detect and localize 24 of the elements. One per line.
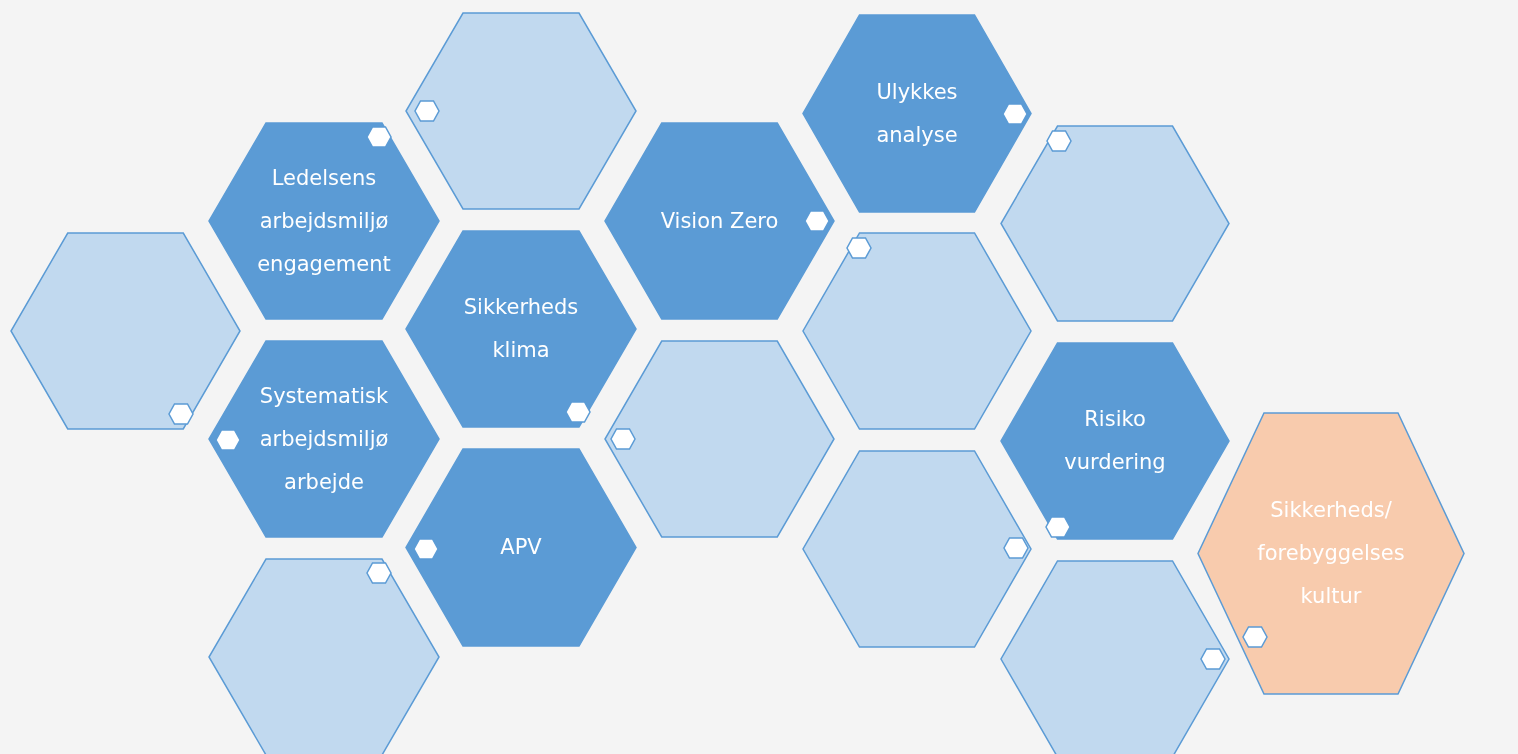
tile-label: Sikkerheds/ forebyggelses kultur — [1256, 497, 1406, 610]
hexagon-tile — [405, 12, 637, 210]
hexagon-tile — [604, 122, 835, 320]
hexagon-tile — [604, 340, 835, 538]
tile-label: Ulykkes analyse — [875, 78, 959, 149]
tile-label: Vision Zero — [659, 207, 780, 235]
tile-label: Systematisk arbejdsmiljø arbejde — [258, 382, 390, 496]
tile-label: Ledelsens arbejdsmiljø engagement — [256, 164, 392, 278]
tile-label: Sikkerheds klima — [462, 294, 580, 364]
hexagon-tile — [405, 230, 637, 428]
hexagon-tile — [1000, 560, 1230, 754]
hexagon-tile — [1197, 412, 1465, 695]
tile-label: Risiko vurdering — [1063, 406, 1167, 476]
hexagon-tile — [405, 448, 637, 647]
tile-label: APV — [499, 534, 543, 561]
hexagon-tile — [208, 340, 440, 538]
hexagon-tile — [208, 122, 440, 320]
hexagon-tile — [802, 232, 1032, 430]
hexagon-tile — [208, 558, 440, 754]
hexagon-tile — [1000, 125, 1230, 322]
hexagon-tile — [1000, 342, 1230, 540]
hexagon-tile — [10, 232, 241, 430]
hexagon-tile — [802, 14, 1032, 213]
hexagon-tile — [802, 450, 1032, 648]
